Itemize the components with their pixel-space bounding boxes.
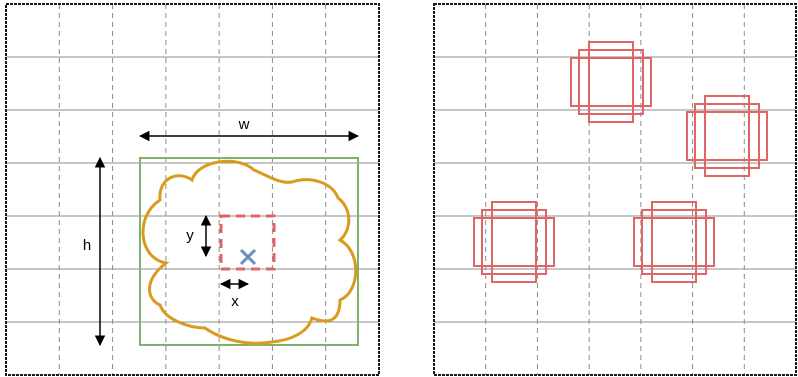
anchor-box	[704, 95, 750, 177]
anchor-boxes	[473, 41, 768, 283]
anchor-box	[578, 49, 644, 115]
center-cell-box	[219, 214, 276, 271]
anchor-cluster	[570, 41, 652, 123]
anchor-cluster	[633, 201, 715, 283]
anchor-box	[588, 41, 634, 123]
bounding-box	[139, 157, 359, 346]
offset-y-label: y	[186, 227, 194, 244]
anchor-cluster	[473, 201, 555, 283]
left-panel: w h y x	[5, 3, 380, 376]
object-cloud-outline	[141, 159, 358, 345]
anchor-box	[686, 111, 768, 161]
anchor-box	[491, 201, 537, 283]
anchor-box	[641, 209, 707, 275]
anchor-box	[473, 217, 555, 267]
left-panel-border	[5, 3, 380, 376]
left-grid	[6, 4, 379, 375]
width-label: w	[238, 116, 250, 133]
height-label: h	[83, 237, 91, 254]
anchor-box	[481, 209, 547, 275]
anchor-box	[570, 57, 652, 107]
right-grid	[434, 4, 796, 375]
anchor-box	[651, 201, 697, 283]
cross-icon	[239, 248, 257, 266]
offset-x-label: x	[231, 293, 239, 310]
right-panel	[433, 3, 797, 376]
right-panel-border	[433, 3, 797, 376]
anchor-box	[694, 103, 760, 169]
anchor-cluster	[686, 95, 768, 177]
anchor-box	[633, 217, 715, 267]
